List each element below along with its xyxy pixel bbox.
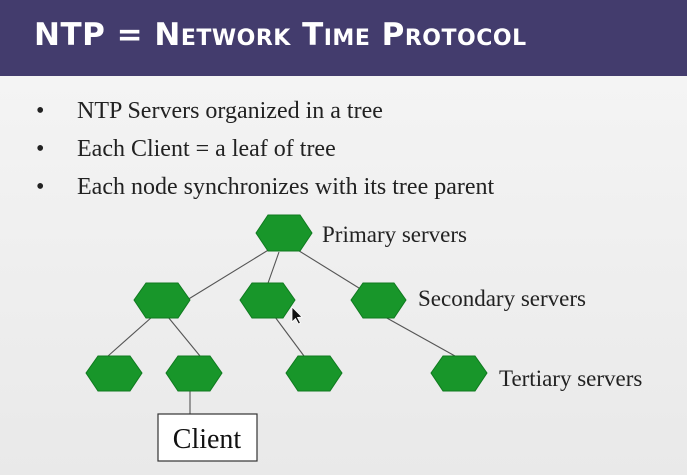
mouse-cursor-icon: [291, 306, 303, 325]
edge-secondary1-tertiary-1: [107, 316, 153, 357]
slide-title: NTP = Network Time Protocol: [34, 17, 527, 53]
edge-primary-secondary-3: [295, 248, 368, 294]
bullet-text: NTP Servers organized in a tree: [77, 98, 383, 124]
secondary-server-node-1: [133, 282, 191, 319]
tertiary-server-node-2: [165, 355, 223, 392]
bullet-item: • NTP Servers organized in a tree: [36, 96, 494, 134]
bullet-list: • NTP Servers organized in a tree • Each C…: [36, 96, 494, 210]
tertiary-server-node-1: [85, 355, 143, 392]
title-bar: NTP = Network Time Protocol: [0, 0, 687, 76]
edge-primary-secondary-2: [266, 251, 280, 287]
tree-edges: [107, 248, 456, 414]
bullet-dot: •: [36, 174, 45, 200]
secondary-server-node-3: [350, 282, 407, 319]
edge-secondary2-tertiary-3: [274, 316, 305, 357]
edge-primary-secondary-1: [186, 248, 271, 301]
bullet-dot: •: [36, 136, 45, 162]
secondary-servers-label: Secondary servers: [418, 286, 586, 311]
bullet-item: • Each node synchronizes with its tree pa…: [36, 172, 494, 210]
primary-server-node: [255, 214, 313, 252]
secondary-server-node-2: [239, 282, 296, 319]
tertiary-servers-label: Tertiary servers: [499, 366, 642, 391]
tertiary-server-node-3: [285, 355, 343, 392]
edge-secondary1-tertiary-2: [167, 316, 201, 357]
bullet-text: Each Client = a leaf of tree: [77, 136, 336, 162]
bullet-text: Each node synchronizes with its tree par…: [77, 174, 495, 200]
client-label: Client: [173, 424, 242, 455]
bullet-item: • Each Client = a leaf of tree: [36, 134, 494, 172]
edge-secondary3-tertiary-4: [384, 316, 456, 357]
tertiary-server-node-4: [430, 355, 488, 392]
client-box: [157, 413, 258, 462]
bullet-dot: •: [36, 98, 45, 124]
tree-nodes: [85, 214, 488, 392]
primary-servers-label: Primary servers: [322, 222, 467, 247]
